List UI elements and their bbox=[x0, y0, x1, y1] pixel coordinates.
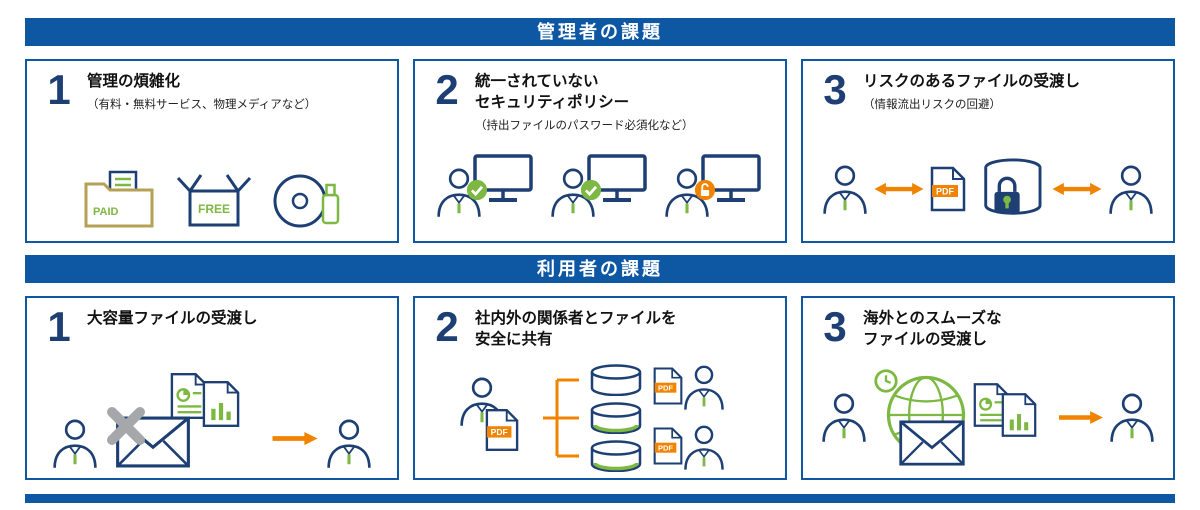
bar-chart-document-icon bbox=[202, 380, 240, 428]
receiver-person-icon bbox=[1108, 164, 1154, 214]
user-cards-row: 1 大容量ファイルの受渡し bbox=[25, 296, 1175, 480]
receiver-person-icon bbox=[1109, 392, 1155, 442]
banner-title: 管理者の課題 bbox=[537, 22, 663, 42]
card-title-line2: ファイルの受渡し bbox=[863, 330, 988, 348]
card-header: 2 社内外の関係者とファイルを 安全に共有 bbox=[425, 306, 775, 354]
card-header: 1 大容量ファイルの受渡し bbox=[37, 306, 387, 348]
card-title: 大容量ファイルの受渡し bbox=[87, 310, 258, 327]
transfer-arrow-icon bbox=[272, 431, 318, 446]
card-illustration bbox=[811, 157, 1165, 221]
pdf-file-icon bbox=[930, 166, 966, 212]
free-label: FREE bbox=[198, 202, 230, 216]
section-banner-users: 利用者の課題 bbox=[25, 255, 1175, 283]
pdf-file-icon bbox=[653, 426, 683, 466]
card-title: リスクのあるファイルの受渡し bbox=[863, 73, 1081, 90]
card-header: 2 統一されていない セキュリティポリシー （持出ファイルのパスワード必須化など… bbox=[425, 69, 775, 133]
card-illustration bbox=[811, 368, 1165, 466]
share-connector-lines bbox=[543, 378, 579, 458]
exchange-arrow-icon bbox=[874, 182, 924, 196]
database-cylinder-icon bbox=[588, 364, 644, 396]
database-cylinder-icon bbox=[588, 402, 644, 434]
card-number: 3 bbox=[823, 303, 847, 350]
card-illustration: PAID FREE bbox=[35, 169, 389, 229]
check-badge-icon bbox=[466, 179, 488, 201]
bar-chart-document-icon bbox=[1001, 392, 1037, 438]
database-stack-group bbox=[587, 364, 645, 472]
card-admin-3: 3 リスクのあるファイルの受渡し （情報流出リスクの回避） bbox=[801, 59, 1175, 243]
card-title-line2: 安全に共有 bbox=[475, 330, 553, 348]
card-title: 管理の煩雑化 bbox=[87, 73, 181, 90]
paid-label: PAID bbox=[93, 206, 119, 218]
sender-person-icon bbox=[52, 418, 98, 468]
secure-storage-lock-icon bbox=[984, 158, 1042, 215]
recipient-person-icon bbox=[683, 424, 725, 470]
card-illustration bbox=[423, 364, 777, 472]
unlock-warning-badge-icon bbox=[694, 179, 716, 201]
admin-cards-row: 1 管理の煩雑化 （有料・無料サービス、物理メディアなど） PAID bbox=[25, 59, 1175, 243]
footer-accent-bar bbox=[25, 494, 1175, 503]
card-title-line2: セキュリティポリシー bbox=[475, 93, 630, 111]
failed-email-attachment-group bbox=[106, 372, 264, 468]
card-title: 社内外の関係者とファイルを bbox=[475, 310, 677, 327]
clock-icon bbox=[873, 368, 899, 394]
check-badge-icon bbox=[580, 179, 602, 201]
card-number: 1 bbox=[47, 66, 71, 113]
card-number: 3 bbox=[823, 66, 847, 113]
card-admin-2: 2 統一されていない セキュリティポリシー （持出ファイルのパスワード必須化など… bbox=[413, 59, 787, 243]
sender-person-icon bbox=[822, 164, 868, 214]
card-user-2: 2 社内外の関係者とファイルを 安全に共有 bbox=[413, 296, 787, 480]
card-number: 1 bbox=[47, 303, 71, 350]
card-title: 海外とのスムーズな bbox=[863, 310, 1002, 327]
pdf-file-icon bbox=[485, 408, 519, 452]
card-header: 1 管理の煩雑化 （有料・無料サービス、物理メディアなど） bbox=[37, 69, 387, 112]
disc-usb-icon bbox=[273, 174, 340, 228]
transfer-arrow-icon bbox=[1059, 410, 1103, 425]
paid-folder-icon: PAID bbox=[84, 170, 154, 228]
card-subtitle: （有料・無料サービス、物理メディアなど） bbox=[87, 98, 317, 111]
card-user-1: 1 大容量ファイルの受渡し bbox=[25, 296, 399, 480]
user-with-monitor-checked bbox=[550, 151, 650, 235]
card-title: 統一されていない bbox=[475, 73, 599, 90]
card-header: 3 海外とのスムーズな ファイルの受渡し bbox=[813, 306, 1163, 354]
card-subtitle: （持出ファイルのパスワード必須化など） bbox=[475, 119, 694, 132]
database-cylinder-icon bbox=[588, 440, 644, 472]
recipient-person-icon bbox=[683, 364, 725, 410]
card-illustration bbox=[35, 372, 389, 468]
card-illustration bbox=[423, 151, 777, 235]
receiver-person-icon bbox=[326, 418, 372, 468]
card-subtitle: （情報流出リスクの回避） bbox=[863, 98, 1001, 111]
exchange-arrow-icon bbox=[1052, 182, 1102, 196]
sender-person-icon bbox=[821, 392, 867, 442]
global-mail-group bbox=[873, 368, 1053, 466]
uploader-with-pdf-group bbox=[459, 372, 535, 464]
banner-title: 利用者の課題 bbox=[537, 259, 663, 279]
free-box-icon: FREE bbox=[176, 174, 252, 227]
card-number: 2 bbox=[435, 66, 459, 113]
user-with-monitor-warning bbox=[664, 151, 764, 235]
x-mark-icon bbox=[106, 406, 146, 446]
recipients-group bbox=[653, 364, 741, 472]
section-banner-admin: 管理者の課題 bbox=[25, 18, 1175, 46]
card-user-3: 3 海外とのスムーズな ファイルの受渡し bbox=[801, 296, 1175, 480]
card-admin-1: 1 管理の煩雑化 （有料・無料サービス、物理メディアなど） PAID bbox=[25, 59, 399, 243]
card-header: 3 リスクのあるファイルの受渡し （情報流出リスクの回避） bbox=[813, 69, 1163, 112]
envelope-icon bbox=[897, 420, 967, 466]
pdf-file-icon bbox=[653, 366, 683, 406]
user-with-monitor-checked bbox=[436, 151, 536, 235]
card-number: 2 bbox=[435, 303, 459, 350]
